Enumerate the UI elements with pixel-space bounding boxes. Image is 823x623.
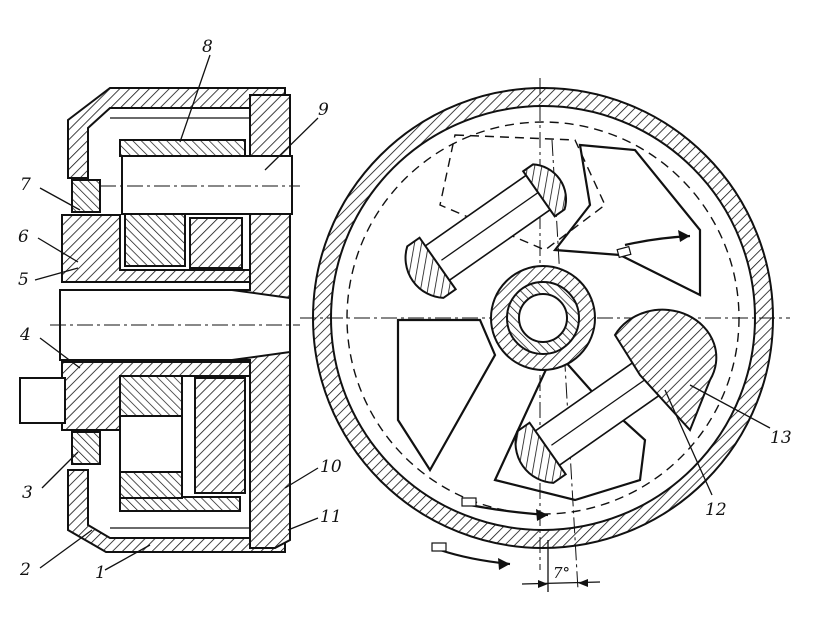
- front-view: [300, 78, 790, 592]
- section-view: [19, 87, 300, 553]
- label-5: 5: [18, 270, 29, 290]
- seal-lower: [71, 431, 101, 465]
- label-9: 9: [318, 100, 329, 120]
- label-8: 8: [202, 37, 213, 57]
- spring-upper: [124, 213, 186, 267]
- label-6: 6: [18, 227, 29, 247]
- hub-bore: [518, 293, 568, 343]
- seal-upper: [71, 179, 101, 213]
- shaft-stub: [19, 377, 66, 424]
- star-plate: [439, 134, 606, 251]
- label-angle: 7°: [553, 564, 570, 582]
- shaft: [59, 289, 291, 361]
- label-2: 2: [19, 560, 31, 580]
- label-13: 13: [770, 428, 792, 448]
- roller-pocket-right: [613, 308, 718, 432]
- rim-bottom: [119, 496, 241, 512]
- roller-upper: [121, 155, 293, 215]
- label-11: 11: [320, 507, 342, 527]
- roller-lower: [119, 415, 183, 473]
- leader-lines-right: [664, 384, 771, 496]
- lower-spring-block: [119, 471, 183, 499]
- label-4: 4: [19, 325, 31, 345]
- label-7: 7: [20, 175, 31, 195]
- label-12: 12: [705, 500, 727, 520]
- roller-pocket-upper: [404, 163, 568, 299]
- spring-lower: [119, 375, 183, 417]
- label-3: 3: [22, 483, 33, 503]
- hub-block: [189, 217, 243, 269]
- leader-lines-left: [34, 54, 319, 571]
- label-1: 1: [95, 563, 106, 583]
- rim-top: [119, 139, 246, 157]
- hub-upper: [61, 214, 251, 283]
- lower-block: [194, 377, 246, 494]
- callout-labels: 8 9 7 6 5 4 3 2 1 10 11 13 12 7°: [18, 37, 792, 583]
- label-10: 10: [320, 457, 342, 477]
